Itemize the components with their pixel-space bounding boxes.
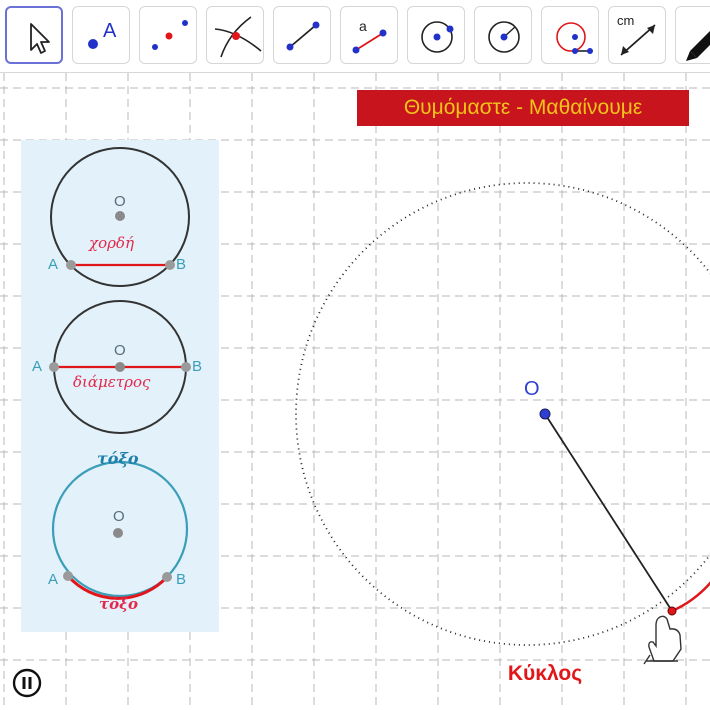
point-tool-button[interactable]: A [72,6,130,64]
figure2-point-b-label: B [192,358,203,375]
hand-cursor-icon [643,615,682,665]
distance-icon: cm [617,13,656,56]
figure3-point-a-label: A [48,571,59,588]
figure3-heading: τόξο [97,449,139,468]
point-tool-letter: A [103,20,117,42]
moving-point [667,606,677,616]
figure2-term-label: διάμετρος [73,373,151,391]
traced-arc [671,581,710,613]
segment-fixed-length-tool-button[interactable]: a [340,6,398,64]
circle-center-point-icon [421,21,454,53]
circle-center-radius-tool-button[interactable] [474,6,532,64]
figure1-point-b-label: B [176,256,187,273]
figure2-center-label: O [114,342,126,359]
figure1-point-a-label: A [48,256,59,273]
segment-fixed-length-icon: a [352,18,387,54]
figure3-circle [51,460,189,598]
intersect-tool-button[interactable] [206,6,264,64]
figure3-point-b-label: B [176,571,187,588]
center-point-label: O [524,378,540,400]
lesson-panel: O χορδή A B O διάμετρος A B τόξο O A B τ… [21,140,219,632]
construction-title: Κύκλος [507,662,583,685]
intersect-icon [214,16,262,58]
constructed-circle [295,182,710,646]
lesson-figures [49,147,191,600]
figure1-center-dot [115,211,125,221]
compass-tool-button[interactable] [541,6,599,64]
new-point-icon: A [88,20,117,49]
figure1-point-b [165,260,175,270]
circle-center-radius-icon [488,21,520,53]
segment-length-letter: a [359,18,367,34]
figure3-point-a [63,571,73,581]
move-tool-button[interactable] [5,6,63,64]
pen-icon [686,31,710,61]
figure2-center-dot [115,362,125,372]
pause-button[interactable] [12,668,42,698]
figure3-point-b [162,572,172,582]
circle-center-point-tool-button[interactable] [407,6,465,64]
figure3-center-dot [113,528,123,538]
point-on-object-icon [152,20,188,50]
banner-title: Θυμόμαστε - Μαθαίνουμε [357,90,689,126]
figure3-arc [66,574,169,600]
distance-tool-button[interactable]: cm [608,6,666,64]
figure1-circle [50,147,190,287]
segment-tool-button[interactable] [273,6,331,64]
radius-segment [544,413,673,612]
distance-unit-label: cm [617,13,634,28]
center-point-o [539,408,551,420]
figure1-center-label: O [114,193,126,210]
pen-tool-button[interactable] [675,6,710,64]
compass-icon [556,22,593,54]
figure1-term-label: χορδή [89,234,134,252]
figure2-point-a [49,362,59,372]
figure2-point-a-label: A [32,358,43,375]
point-on-object-tool-button[interactable] [139,6,197,64]
segment-icon [286,21,320,51]
figure1-point-a [66,260,76,270]
figure3-term-label: τόξο [99,595,138,613]
cursor-arrow-icon [30,23,50,54]
pause-icon [12,668,42,698]
toolbar: A a cm [0,0,710,73]
figure2-point-b [181,362,191,372]
figure3-center-label: O [113,508,125,525]
